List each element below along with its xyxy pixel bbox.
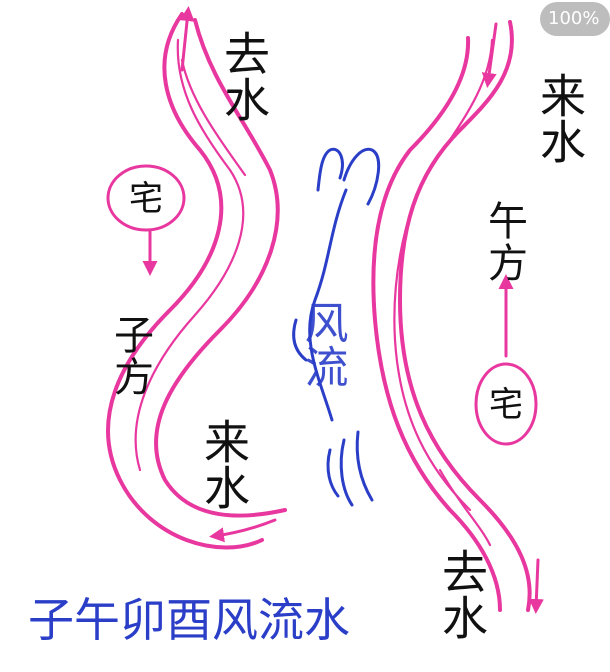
- left-house-label: 宅: [129, 179, 163, 219]
- right-inflow-label: 来水: [533, 72, 587, 164]
- zoom-indicator: 100%: [540, 2, 610, 36]
- center-label: 风流: [297, 300, 348, 388]
- right-river-exit-arrow: [528, 558, 544, 614]
- right-house-label: 宅: [489, 385, 523, 425]
- right-river-current-1: [393, 38, 494, 512]
- right-outflow-label: 去水: [435, 548, 489, 640]
- right-direction-label: 午方: [481, 200, 527, 284]
- left-river: [106, 6, 287, 550]
- right-river-inner-bank: [371, 36, 502, 612]
- left-house-circle: [106, 164, 186, 232]
- left-river-current-2: [180, 58, 247, 177]
- feng-shui-water-diagram: 宅 宅 子方 午方 去水 来水 来水 去水 风流 子午卯酉风流水: [28, 6, 587, 647]
- wind-swirl: [316, 147, 381, 206]
- wind-stream-1: [308, 188, 348, 422]
- wind-stream-3: [339, 438, 354, 507]
- right-river: [371, 20, 544, 614]
- wind-stream-4: [355, 430, 374, 502]
- left-outflow-label: 去水: [217, 30, 271, 122]
- wind-stream-2: [292, 318, 308, 362]
- diagram-caption: 子午卯酉风流水: [28, 593, 350, 647]
- left-house: 宅: [106, 164, 186, 276]
- left-inflow-label: 来水: [197, 418, 251, 510]
- right-river-current-2: [438, 468, 492, 547]
- left-river-current-1: [134, 38, 245, 472]
- right-river-outer-bank: [398, 20, 532, 612]
- right-river-entry-arrow: [481, 22, 498, 88]
- left-river-flow-arrow: [209, 518, 277, 543]
- right-house: 宅: [474, 274, 538, 446]
- right-house-circle: [474, 362, 538, 446]
- wind-flow: [292, 147, 381, 507]
- left-river-exit-arrow: [179, 6, 195, 72]
- left-river-inner-bank: [154, 18, 287, 518]
- wind-stream-5: [326, 448, 340, 498]
- left-river-outer-bank: [106, 12, 264, 550]
- left-direction-label: 子方: [107, 314, 153, 398]
